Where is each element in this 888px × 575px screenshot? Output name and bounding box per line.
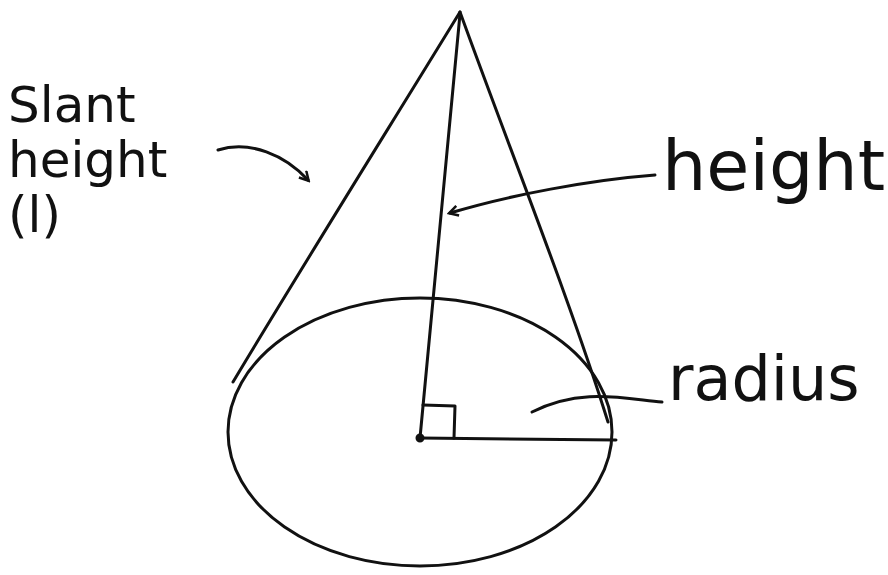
slant-arrow bbox=[218, 147, 308, 180]
radius-line bbox=[420, 438, 616, 440]
height-line bbox=[420, 14, 460, 438]
height-label: height bbox=[662, 128, 882, 205]
cone-left-side bbox=[233, 12, 460, 382]
cone-right-side bbox=[460, 12, 608, 422]
right-angle-mark bbox=[423, 405, 455, 438]
slant-height-label: Slant height (l) bbox=[8, 78, 208, 243]
radius-label: radius bbox=[668, 345, 883, 413]
radius-leader bbox=[532, 397, 662, 413]
height-arrow bbox=[450, 175, 655, 213]
center-dot bbox=[417, 435, 423, 441]
